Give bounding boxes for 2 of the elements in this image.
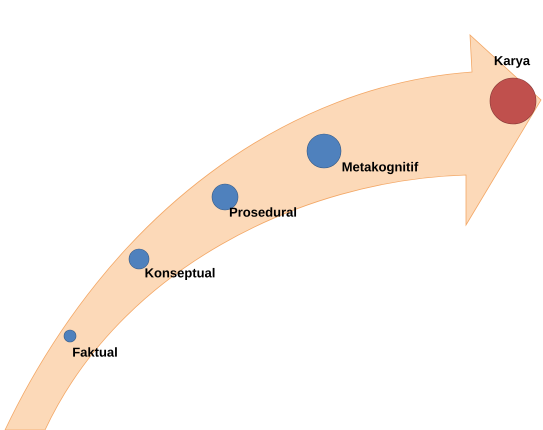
level-label: Prosedural xyxy=(230,207,296,217)
level-label: Metakognitif xyxy=(342,162,418,174)
